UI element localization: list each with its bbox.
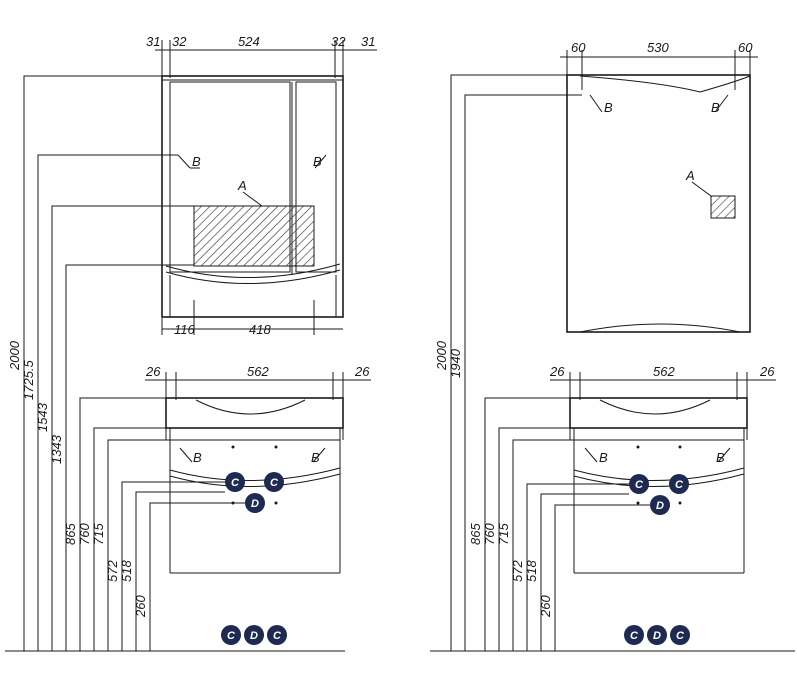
dim-524: 524 — [238, 34, 260, 49]
vanity-right: B B C C D — [569, 397, 748, 574]
left-cabinet-top-dimensions: 31 32 524 32 31 — [146, 34, 377, 78]
right-view: 60 530 60 A B B 2000 1940 — [430, 40, 795, 652]
dim-562-r: 562 — [653, 364, 675, 379]
vh-865-left: 865 — [63, 523, 78, 545]
vh-715-left: 715 — [91, 523, 106, 545]
marker-c-left-1 — [225, 472, 245, 492]
label-b-left-2: B — [313, 154, 322, 169]
right-vanity-height-dimensions: 865 760 715 572 518 260 — [468, 397, 650, 651]
left-vanity-height-dimensions: 865 760 715 572 518 260 — [63, 397, 245, 651]
dim-60-right: 60 — [738, 40, 753, 55]
marker-d-left-label: D — [251, 498, 259, 510]
vh-260-right: 260 — [538, 595, 553, 618]
label-a-right: A — [685, 168, 695, 183]
label-a-left: A — [237, 178, 247, 193]
marker-c-left-2-label: C — [270, 477, 279, 489]
vh-760-right: 760 — [482, 523, 497, 545]
marker-c-left-1-label: C — [231, 477, 240, 489]
h-2000-right: 2000 — [434, 340, 449, 371]
svg-text:D: D — [653, 630, 661, 642]
dim-31-left: 31 — [146, 34, 160, 49]
label-b-vanity-left-1: B — [193, 450, 202, 465]
h-1725: 1725.5 — [21, 359, 36, 400]
mirror-top-dimensions: 60 530 60 — [560, 40, 758, 90]
marker-c-right-1 — [629, 474, 649, 494]
dim-60-left: 60 — [571, 40, 586, 55]
dim-562: 562 — [247, 364, 269, 379]
marker-c-right-1-label: C — [635, 479, 644, 491]
marker-d-left — [245, 493, 265, 513]
marker-d-right — [650, 495, 670, 515]
svg-text:C: C — [227, 630, 236, 642]
right-height-dimensions: 2000 1940 — [434, 74, 582, 651]
left-view: 31 32 524 32 31 A B B — [5, 34, 377, 652]
hatched-zone-a-right — [710, 195, 736, 219]
vh-518-right: 518 — [524, 560, 539, 582]
left-vanity-top-dimensions: 26 562 26 — [145, 364, 371, 440]
marker-c-right-2 — [669, 474, 689, 494]
svg-text:C: C — [676, 630, 685, 642]
marker-c-left-2 — [264, 472, 284, 492]
left-height-dimensions: 2000 1725.5 1543 1343 — [7, 75, 194, 651]
label-b-left-1: B — [192, 154, 201, 169]
legend-cdc-right: C D C — [624, 625, 690, 645]
h-1343: 1343 — [49, 434, 64, 464]
dim-26-right-r: 26 — [759, 364, 775, 379]
marker-c-right-2-label: C — [675, 479, 684, 491]
vh-572-left: 572 — [105, 560, 120, 582]
label-b-vanity-right-2: B — [716, 450, 725, 465]
left-cabinet-bottom-dimensions: 116 418 — [161, 300, 343, 337]
label-b-vanity-left-2: B — [311, 450, 320, 465]
dim-418: 418 — [249, 322, 271, 337]
label-b-right-1: B — [604, 100, 613, 115]
dim-32-left: 32 — [172, 34, 187, 49]
dim-31-right: 31 — [361, 34, 375, 49]
dim-32-right: 32 — [331, 34, 346, 49]
vanity: B B C C D — [165, 397, 344, 574]
mirror: A B B — [566, 74, 751, 333]
marker-d-right-label: D — [656, 500, 664, 512]
hatched-zone-a — [193, 205, 315, 267]
dim-26-right: 26 — [354, 364, 370, 379]
vh-572-right: 572 — [510, 560, 525, 582]
label-b-vanity-right-1: B — [599, 450, 608, 465]
wall-cabinet: A B B — [161, 75, 344, 318]
svg-text:C: C — [630, 630, 639, 642]
h-1543: 1543 — [35, 402, 50, 432]
h-2000-left: 2000 — [7, 340, 22, 371]
vh-260-left: 260 — [133, 595, 148, 618]
h-1940: 1940 — [448, 348, 463, 378]
label-b-right-2: B — [711, 100, 720, 115]
dim-530: 530 — [647, 40, 669, 55]
svg-text:C: C — [273, 630, 282, 642]
dim-26-left: 26 — [145, 364, 161, 379]
vh-760-left: 760 — [77, 523, 92, 545]
svg-text:D: D — [250, 630, 258, 642]
vh-715-right: 715 — [496, 523, 511, 545]
vh-865-right: 865 — [468, 523, 483, 545]
dim-116: 116 — [174, 322, 195, 337]
legend-cdc-left: C D C — [221, 625, 287, 645]
dim-26-left-r: 26 — [549, 364, 565, 379]
vh-518-left: 518 — [119, 560, 134, 582]
